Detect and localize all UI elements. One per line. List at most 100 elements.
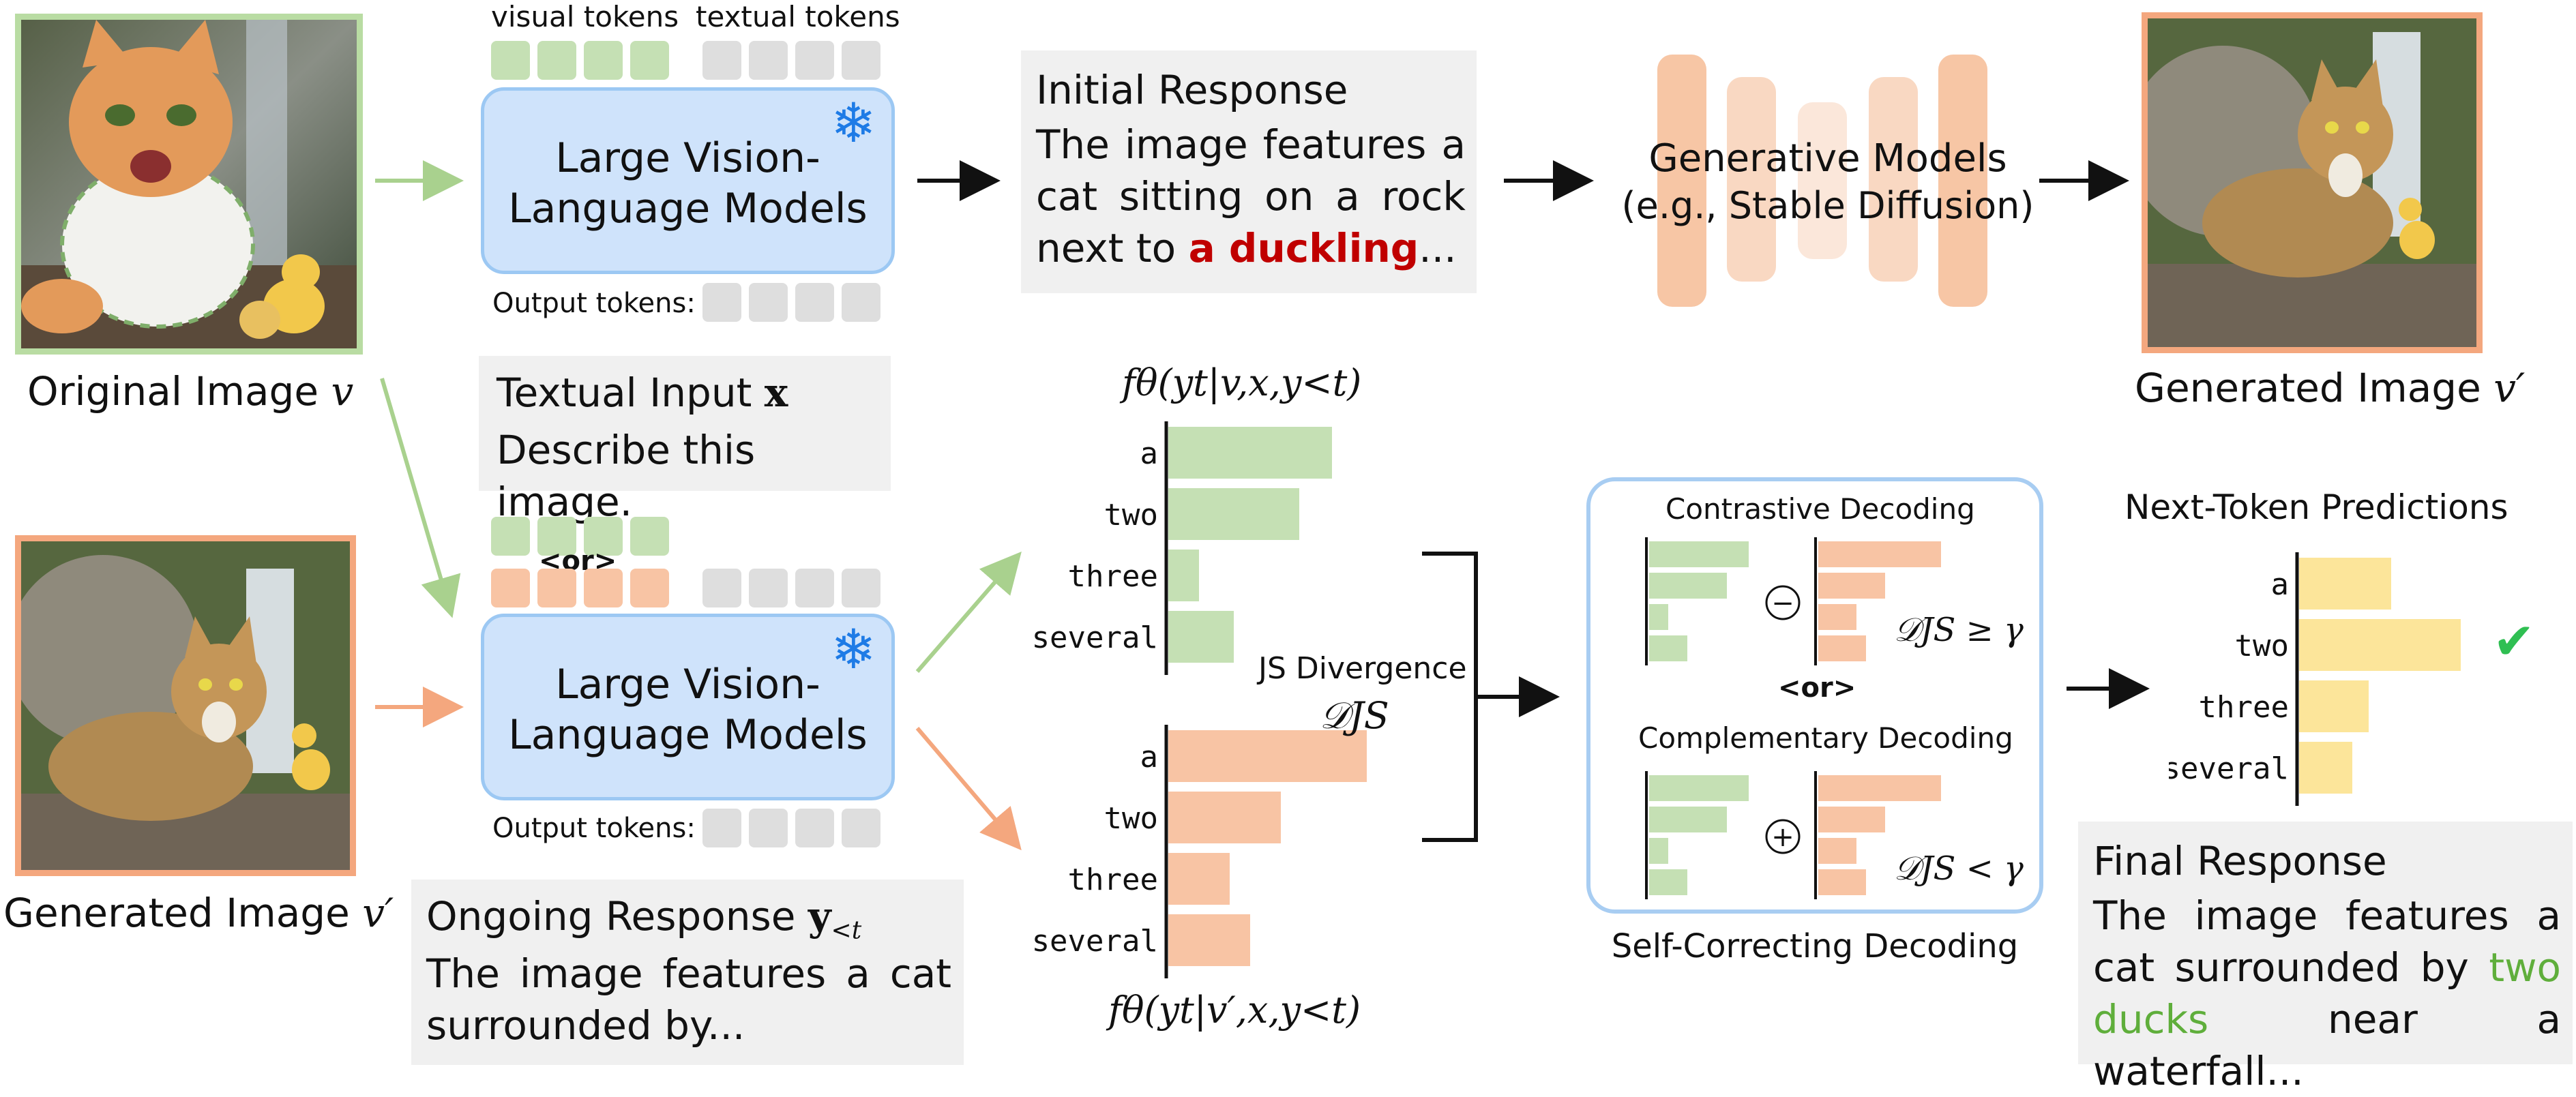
textual-input-title-line: Textual Input x xyxy=(497,370,788,416)
tick-label-two: two xyxy=(1104,801,1158,836)
generated-image-right-text: Generated Image xyxy=(2135,365,2481,411)
minus-icon xyxy=(1765,585,1801,620)
mini-bar-orange xyxy=(1818,869,1866,895)
initial-response-highlight: a duckling xyxy=(1188,225,1419,271)
lvlm-bottom-line2: Language Models xyxy=(508,711,868,759)
check-icon: ✔ xyxy=(2493,612,2536,671)
plus-icon xyxy=(1765,819,1801,854)
generated-cat-photo-right xyxy=(2148,18,2476,347)
textual-token xyxy=(702,569,741,607)
ongoing-response-box: Ongoing Response y<t The image features … xyxy=(411,880,964,1065)
visual-token xyxy=(584,41,623,80)
arrow-to-bottom-distribution xyxy=(915,727,1022,851)
final-response-text-before: The image features a cat surrounded by xyxy=(2093,892,2561,991)
textual-token xyxy=(749,41,788,80)
output-token xyxy=(702,809,741,847)
visual-token xyxy=(537,41,576,80)
ongoing-response-sub: <t xyxy=(831,916,862,945)
lvlm-top-line2: Language Models xyxy=(508,185,868,232)
textual-input-box: Textual Input x Describe this image. xyxy=(479,356,891,525)
tick-label-several: several xyxy=(1032,924,1158,959)
initial-response-text: The image features a cat sitting on a ro… xyxy=(1036,121,1466,271)
contrastive-title: Contrastive Decoding xyxy=(1665,492,1975,526)
snowflake-icon: ❄ xyxy=(831,618,877,681)
ongoing-response-text: The image features a cat surrounded by..… xyxy=(426,950,951,1049)
visual-token xyxy=(537,517,576,556)
final-response-box: Final Response The image features a cat … xyxy=(2078,822,2573,1094)
textual-token xyxy=(795,569,834,607)
generative-models-title: Generative Models xyxy=(1648,136,2007,181)
generated-image-right-label: Generated Image v′ xyxy=(2135,365,2525,411)
textual-token xyxy=(749,569,788,607)
output-token xyxy=(749,283,788,322)
output-tokens-label-bottom: Output tokens: xyxy=(492,813,696,844)
generated-visual-token xyxy=(584,569,623,607)
lvlm-box-bottom: Large Vision- Language Models ❄ xyxy=(481,614,895,800)
mini-bar-orange xyxy=(1818,573,1885,599)
mini-bar-orange xyxy=(1818,807,1885,832)
output-token xyxy=(795,809,834,847)
textual-tokens-label: textual tokens xyxy=(696,0,900,33)
generated-image-left-text: Generated Image xyxy=(3,890,350,936)
lvlm-top-line1: Large Vision- xyxy=(555,134,820,182)
textual-input-title: Textual Input xyxy=(497,370,752,416)
distribution-bottom-label: fθ(yt|v′,x,y<t) xyxy=(1108,989,1361,1032)
next-token-title: Next-Token Predictions xyxy=(2125,487,2508,527)
generated-visual-token xyxy=(491,569,530,607)
textual-token xyxy=(795,41,834,80)
tick-label-three: three xyxy=(2199,690,2289,725)
snowflake-icon: ❄ xyxy=(831,91,877,155)
generated-cat-photo-left xyxy=(21,541,350,870)
bar-two xyxy=(1168,488,1299,540)
ongoing-response-symbol: y xyxy=(808,893,831,940)
arrow-to-top-distribution xyxy=(915,551,1022,673)
mini-bar-green xyxy=(1649,838,1668,864)
final-response-highlight: two ducks xyxy=(2093,944,2561,1042)
bar-several xyxy=(1168,611,1234,663)
mini-bar-green xyxy=(1649,573,1727,599)
bar-three xyxy=(1168,853,1230,905)
mini-bar-orange xyxy=(1818,604,1856,630)
initial-response-box: Initial Response The image features a ca… xyxy=(1021,50,1477,293)
generated-visual-token xyxy=(537,569,576,607)
original-image-text: Original Image xyxy=(27,368,319,415)
visual-token xyxy=(630,41,669,80)
initial-response-title: Initial Response xyxy=(1036,67,1348,113)
bar-three xyxy=(2299,680,2369,732)
original-image-label: Original Image v xyxy=(27,368,353,415)
distribution-top-label: fθ(yt|v,x,y<t) xyxy=(1122,361,1362,404)
generative-model-bars xyxy=(1657,55,1987,307)
bar-a xyxy=(2299,558,2391,610)
generated-image-left-label: Generated Image v′ xyxy=(3,890,394,936)
tick-label-two: two xyxy=(2235,629,2289,663)
mini-bar-orange xyxy=(1818,775,1941,801)
bar-a xyxy=(1168,730,1367,782)
generated-image-left-symbol: v′ xyxy=(362,890,394,936)
output-tokens-label-top: Output tokens: xyxy=(492,288,696,319)
bar-several xyxy=(1168,914,1250,966)
tick-label-a: a xyxy=(1140,740,1159,775)
mini-bar-orange xyxy=(1818,541,1941,567)
visual-token xyxy=(630,517,669,556)
js-bracket xyxy=(1422,552,1478,842)
mini-bar-green xyxy=(1649,807,1727,832)
diagram-canvas: Original Image v Generated Image v′ visu… xyxy=(3,0,2573,1094)
mini-bar-green xyxy=(1649,604,1668,630)
mini-bar-green xyxy=(1649,541,1749,567)
textual-input-symbol: x xyxy=(764,370,788,416)
plus-sign: + xyxy=(1771,822,1794,853)
initial-response-tail: ... xyxy=(1419,225,1457,271)
complementary-condition: 𝒟JS < γ xyxy=(1894,850,2024,888)
js-divergence-label: JS Divergence xyxy=(1258,651,1467,686)
tick-label-several: several xyxy=(1032,620,1158,655)
contrastive-condition: 𝒟JS ≥ γ xyxy=(1894,611,2024,649)
textual-token xyxy=(702,41,741,80)
generated-image-left xyxy=(15,535,356,876)
textual-token xyxy=(842,41,880,80)
output-token xyxy=(749,809,788,847)
mini-bars: − + xyxy=(1645,537,1941,899)
js-symbol: 𝒟JS xyxy=(1320,694,1389,737)
output-token xyxy=(842,809,880,847)
